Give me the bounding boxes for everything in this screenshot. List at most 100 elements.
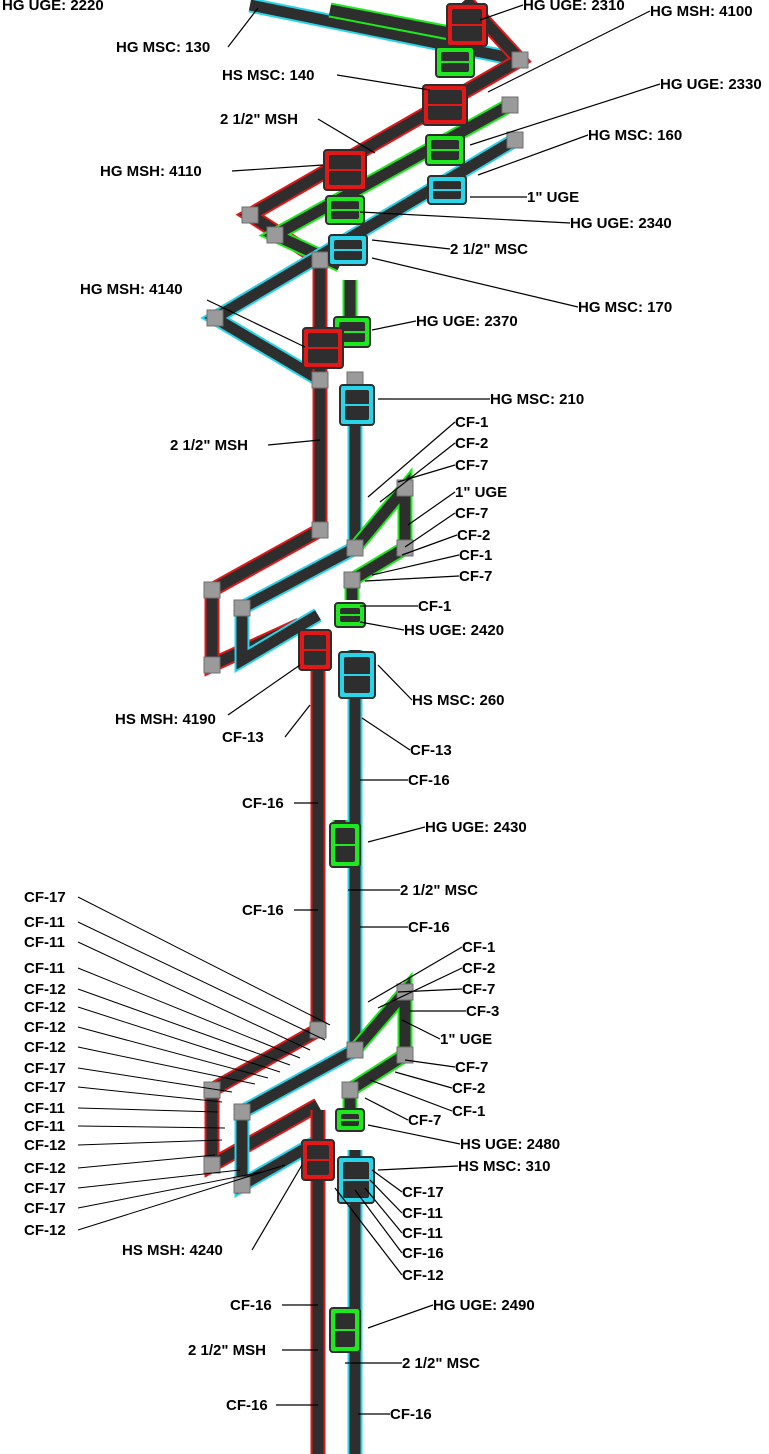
- callout-label: 2 1/2" MSC: [450, 241, 528, 258]
- callout-label: CF-13: [410, 742, 452, 759]
- leader-line: [487, 10, 651, 93]
- callout-label: HG UGE: 2220: [2, 0, 104, 14]
- leader-line: [371, 239, 451, 250]
- pipe-elbow-fitting: [343, 571, 361, 589]
- leader-line: [367, 1124, 461, 1145]
- pipe-elbow-fitting: [203, 581, 221, 599]
- leader-line: [401, 534, 458, 556]
- leader-line: [404, 1059, 456, 1068]
- callout-label: CF-2: [457, 527, 490, 544]
- callout-label: 1" UGE: [440, 1031, 492, 1048]
- callout-label: CF-12: [24, 1137, 66, 1154]
- leader-line: [77, 1169, 241, 1189]
- callout-label: CF-12: [24, 1039, 66, 1056]
- callout-label: CF-16: [408, 919, 450, 936]
- callout-label: HS MSC: 140: [222, 67, 315, 84]
- callout-label: CF-13: [222, 729, 264, 746]
- leader-line: [369, 1179, 403, 1214]
- leader-line: [77, 1164, 286, 1231]
- leader-line: [206, 299, 306, 348]
- leader-line: [334, 1187, 403, 1276]
- callout-label: CF-1: [418, 598, 451, 615]
- pipe-elbow-fitting: [233, 1176, 251, 1194]
- callout-label: CF-1: [462, 939, 495, 956]
- leader-line: [371, 257, 579, 308]
- pipe-elbow-fitting: [206, 309, 224, 327]
- callout-label: CF-7: [455, 1059, 488, 1076]
- callout-label: CF-7: [459, 568, 492, 585]
- leader-line: [317, 118, 376, 154]
- callout-label: CF-17: [24, 1079, 66, 1096]
- pipe-elbow-fitting: [346, 1041, 364, 1059]
- leader-line: [231, 164, 324, 172]
- callout-labels: HG UGE: 2220 HG UGE: 2310 HG MSH: 4100 HG M…: [2, 0, 762, 1423]
- pipe-elbow-fitting: [203, 1156, 221, 1174]
- leader-line: [364, 1187, 403, 1234]
- leader-line: [367, 421, 456, 498]
- leader-line: [227, 664, 301, 716]
- leader-line: [397, 464, 456, 483]
- leader-line: [77, 896, 331, 1026]
- leader-line: [397, 988, 463, 993]
- callout-label: HG MSC: 170: [578, 299, 672, 316]
- leader-line: [364, 575, 460, 582]
- leader-line: [77, 1046, 256, 1085]
- callout-label: HG UGE: 2310: [523, 0, 625, 14]
- callout-label: 2 1/2" MSC: [402, 1355, 480, 1372]
- leader-line: [367, 1304, 434, 1329]
- callout-label: CF-12: [402, 1267, 444, 1284]
- leader-line: [371, 554, 460, 576]
- leader-line: [354, 1189, 403, 1254]
- leader-line: [379, 442, 456, 503]
- callout-label: CF-11: [24, 960, 65, 977]
- leader-line: [477, 134, 589, 176]
- callout-label: HG MSH: 4110: [100, 163, 202, 180]
- leader-line: [371, 1169, 403, 1193]
- callout-label: CF-16: [408, 772, 450, 789]
- leader-line: [77, 1171, 263, 1209]
- callout-label: CF-1: [455, 414, 488, 431]
- leader-line: [77, 1107, 219, 1113]
- leader-line: [77, 967, 301, 1059]
- pipe-elbow-fitting: [241, 206, 259, 224]
- callout-label: CF-12: [24, 1160, 66, 1177]
- callout-label: CF-11: [24, 914, 65, 931]
- leader-line: [404, 512, 456, 548]
- callout-label: CF-11: [24, 934, 65, 951]
- callout-label: HG UGE: 2430: [425, 819, 527, 836]
- callout-label: 2 1/2" MSC: [400, 882, 478, 899]
- pipe-msc-loop-2: [236, 1045, 358, 1195]
- callout-label: CF-17: [24, 1060, 66, 1077]
- callout-label: CF-3: [466, 1003, 499, 1020]
- leader-line: [77, 1086, 223, 1103]
- callout-label: CF-7: [408, 1112, 441, 1129]
- leader-line: [77, 1026, 269, 1079]
- callout-label: CF-16: [390, 1406, 432, 1423]
- pipe-elbow-fitting: [506, 131, 524, 149]
- callout-label: HG MSC: 160: [588, 127, 682, 144]
- pipe-elbow-fitting: [309, 1021, 327, 1039]
- callout-label: HS UGE: 2480: [460, 1136, 560, 1153]
- callout-label: 1" UGE: [527, 189, 579, 206]
- leader-line: [267, 439, 321, 446]
- leader-line: [227, 7, 259, 48]
- leader-line: [361, 717, 411, 751]
- callout-label: HG UGE: 2330: [660, 76, 762, 93]
- callout-label: CF-2: [462, 960, 495, 977]
- callout-label: HS UGE: 2420: [404, 622, 504, 639]
- callout-label: HG MSC: 130: [116, 39, 210, 56]
- leader-line: [77, 1067, 233, 1093]
- leader-line: [359, 211, 571, 224]
- callout-label: CF-11: [24, 1118, 65, 1135]
- callout-label: HG MSH: 4140: [80, 281, 183, 298]
- leader-line: [77, 1139, 223, 1146]
- leader-line: [407, 491, 456, 526]
- leader-line: [77, 1006, 281, 1073]
- pipe-elbow-fitting: [346, 539, 364, 557]
- callout-label: CF-11: [24, 1100, 65, 1117]
- callout-label: HG MSH: 4100: [650, 3, 753, 20]
- leader-line: [367, 946, 463, 1003]
- pipe-elbow-fitting: [311, 251, 329, 269]
- pipe-elbow-fitting: [266, 226, 284, 244]
- callout-label: HG MSC: 210: [490, 391, 584, 408]
